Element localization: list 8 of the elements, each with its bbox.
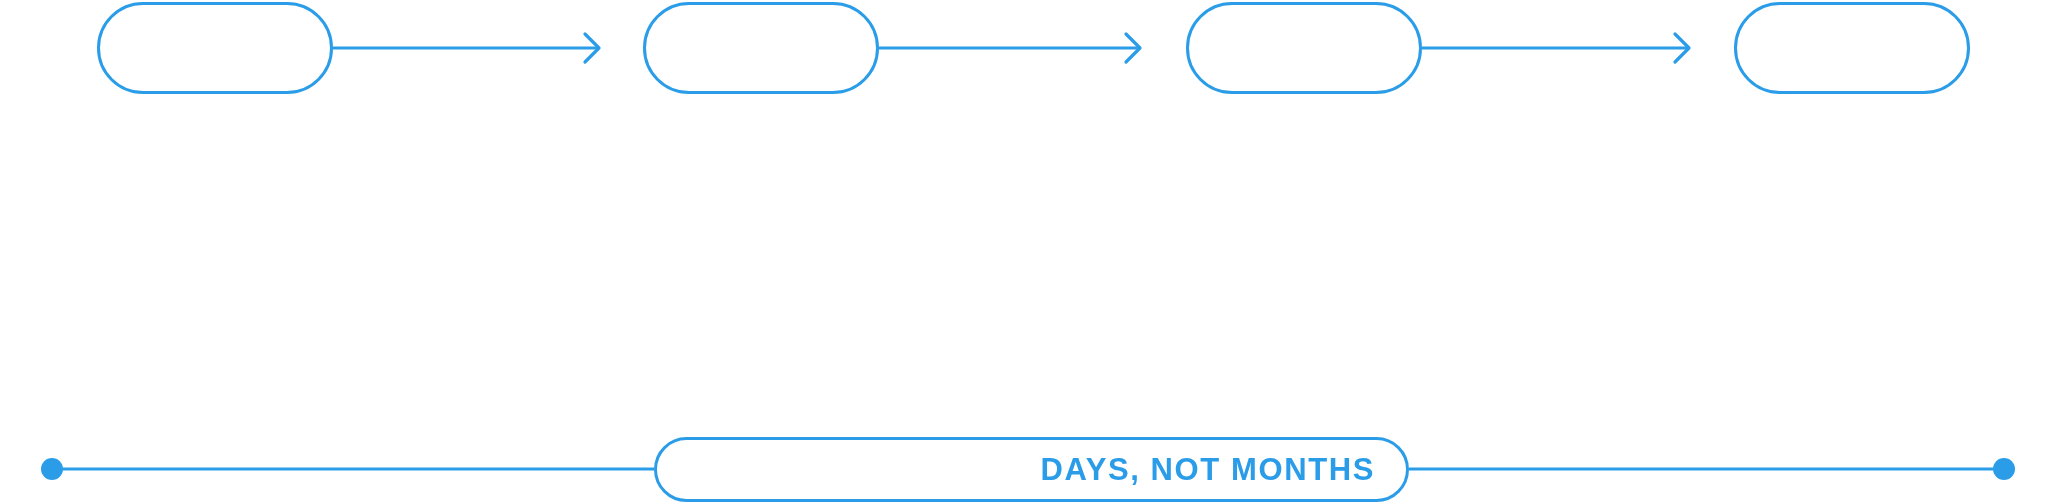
connector-line: [1409, 467, 1993, 471]
arrow: [1422, 32, 1691, 64]
connector-line: [63, 467, 654, 471]
arrow: [333, 32, 601, 64]
tagline-text: DAYS, NOT MONTHS: [1040, 453, 1375, 485]
endpoint-dot: [41, 458, 63, 480]
arrow: [879, 32, 1142, 64]
endpoint-dot: [1993, 458, 2015, 480]
